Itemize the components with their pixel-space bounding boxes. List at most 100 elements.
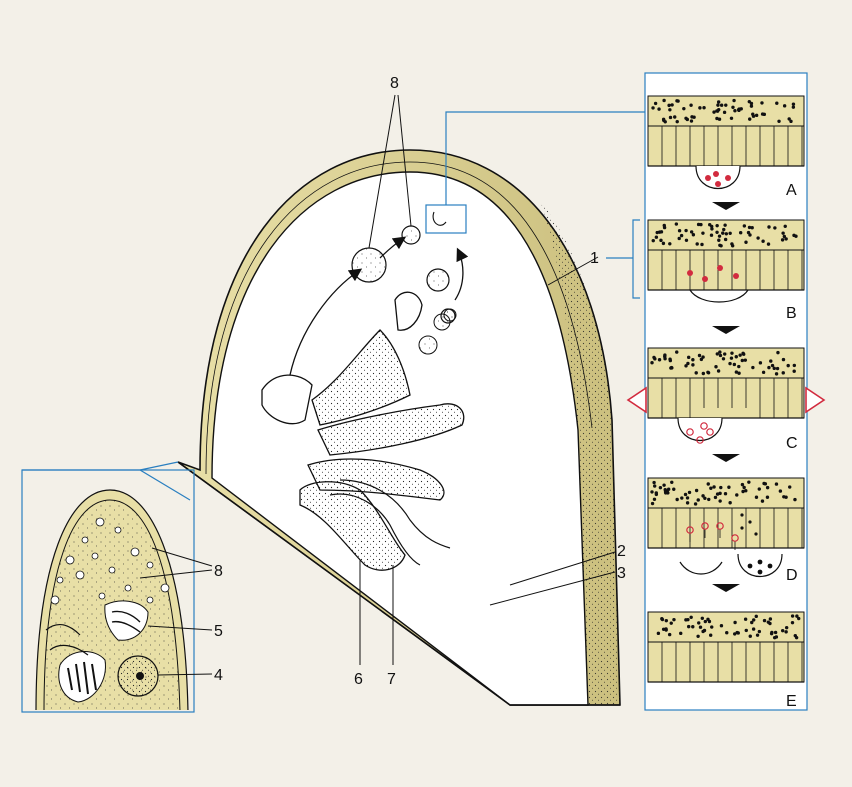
wall-particle [752,618,756,622]
wall-particle [652,355,656,360]
wall-particle [723,223,727,227]
wall-particle [718,353,723,358]
wall-particle [651,106,655,110]
wall-particle [719,623,724,628]
stage-label-C: C [786,435,798,452]
wall-particle [735,493,739,497]
wall-particle [652,484,657,488]
wall-particle [693,502,698,506]
wall-particle [689,119,694,123]
red-granule [713,171,719,177]
black-granule [757,569,763,575]
wall-particle [717,107,721,112]
wall-particle [791,102,796,106]
exocytosis-callout [425,111,645,234]
wall-particle [668,357,672,361]
wall-particle [790,614,795,618]
black-granule [767,563,773,569]
wall-particle [713,495,718,500]
wall-particle [775,101,779,105]
red-granule [733,273,739,279]
wall-particle [650,361,654,365]
wall-particle [765,485,770,490]
wall-particle [717,238,721,242]
wall-particle [686,355,691,360]
wall-particle [691,363,695,367]
wall-particle [675,497,679,502]
wall-particle [789,119,793,124]
wall-particle [687,490,692,495]
wall-particle [738,353,742,357]
red-ring [696,436,704,444]
wall-particle [751,627,756,631]
wall-inner-layer [647,125,805,167]
wall-particle [735,630,739,635]
wall-particle [751,114,756,118]
wall-particle [697,621,701,625]
red-ring [700,422,708,430]
wall-particle [716,103,720,107]
wall-particle [725,630,729,635]
vesicle-B [689,289,749,303]
stage-label-A: A [786,182,797,199]
label-4: 4 [214,667,223,684]
wall-particle [659,238,663,243]
wall-particle [679,233,684,238]
wall-particle [737,371,741,375]
wall-particle [747,480,751,484]
wall-particle [718,350,722,354]
new-particle [748,520,752,524]
wall-particle [667,632,672,637]
wall-particle [721,231,725,235]
wall-particle [784,625,789,630]
red-ring [701,522,709,530]
wall-particle [784,495,788,499]
wall-particle [664,628,668,632]
wall-particle [706,617,710,621]
wall-particle [730,244,735,248]
wall-particle [697,353,702,358]
wall-particle [657,358,662,362]
wall-particle [782,104,787,108]
wall-particle [715,352,720,356]
wall-particle [791,105,796,109]
wall-particle [650,501,655,506]
wall-particle [763,482,768,486]
wall-particle [772,366,776,371]
wall-particle [774,635,779,639]
black-granule [757,559,763,565]
wall-particle [757,629,762,634]
wall-particle [664,491,668,495]
red-granule [725,175,731,181]
wall-particle [747,225,752,230]
wall-particle [754,614,758,619]
stage-label-B: B [786,305,797,322]
wall-particle [654,492,659,497]
label-5: 5 [214,623,223,640]
red-ring [731,534,739,542]
wall-particle [677,228,682,233]
wall-particle [744,628,748,633]
wall-particle [719,103,724,107]
wall-particle [742,224,747,228]
wall-particle [664,618,669,623]
stage-label-E: E [786,693,797,710]
wall-particle [728,231,732,235]
wall-particle [781,231,785,235]
vesicle-D [737,553,783,577]
wall-particle [741,351,745,356]
wall-particle [706,482,710,486]
label-3: 3 [617,565,626,582]
wall-particle [742,485,746,490]
wall-particle [653,101,658,106]
new-particle [754,532,758,536]
wall-particle [750,620,754,625]
wall-particle [691,233,696,237]
label-1: 1 [590,250,599,267]
wall-particle [793,497,797,502]
wall-particle [691,358,695,362]
wall-particle [675,350,679,354]
wall-particle [691,625,695,629]
stage-arrow [712,326,740,334]
